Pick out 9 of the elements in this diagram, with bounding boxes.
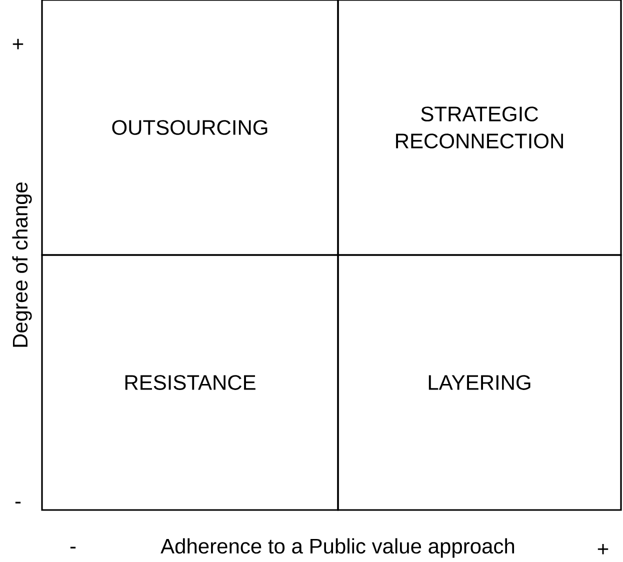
quadrant-box: LAYERING xyxy=(337,254,622,511)
quadrant-box: RESISTANCE xyxy=(41,254,339,511)
axis-sign: - xyxy=(70,546,76,548)
quadrant-box: STRATEGIC RECONNECTION xyxy=(337,0,622,256)
axis-label: Adherence to a Public value approach xyxy=(160,538,514,558)
axis-label: Degree of change xyxy=(12,182,32,347)
axis-sign: + xyxy=(598,544,608,554)
quadrant-box: OUTSOURCING xyxy=(41,0,339,256)
axis-sign: - xyxy=(15,502,21,504)
